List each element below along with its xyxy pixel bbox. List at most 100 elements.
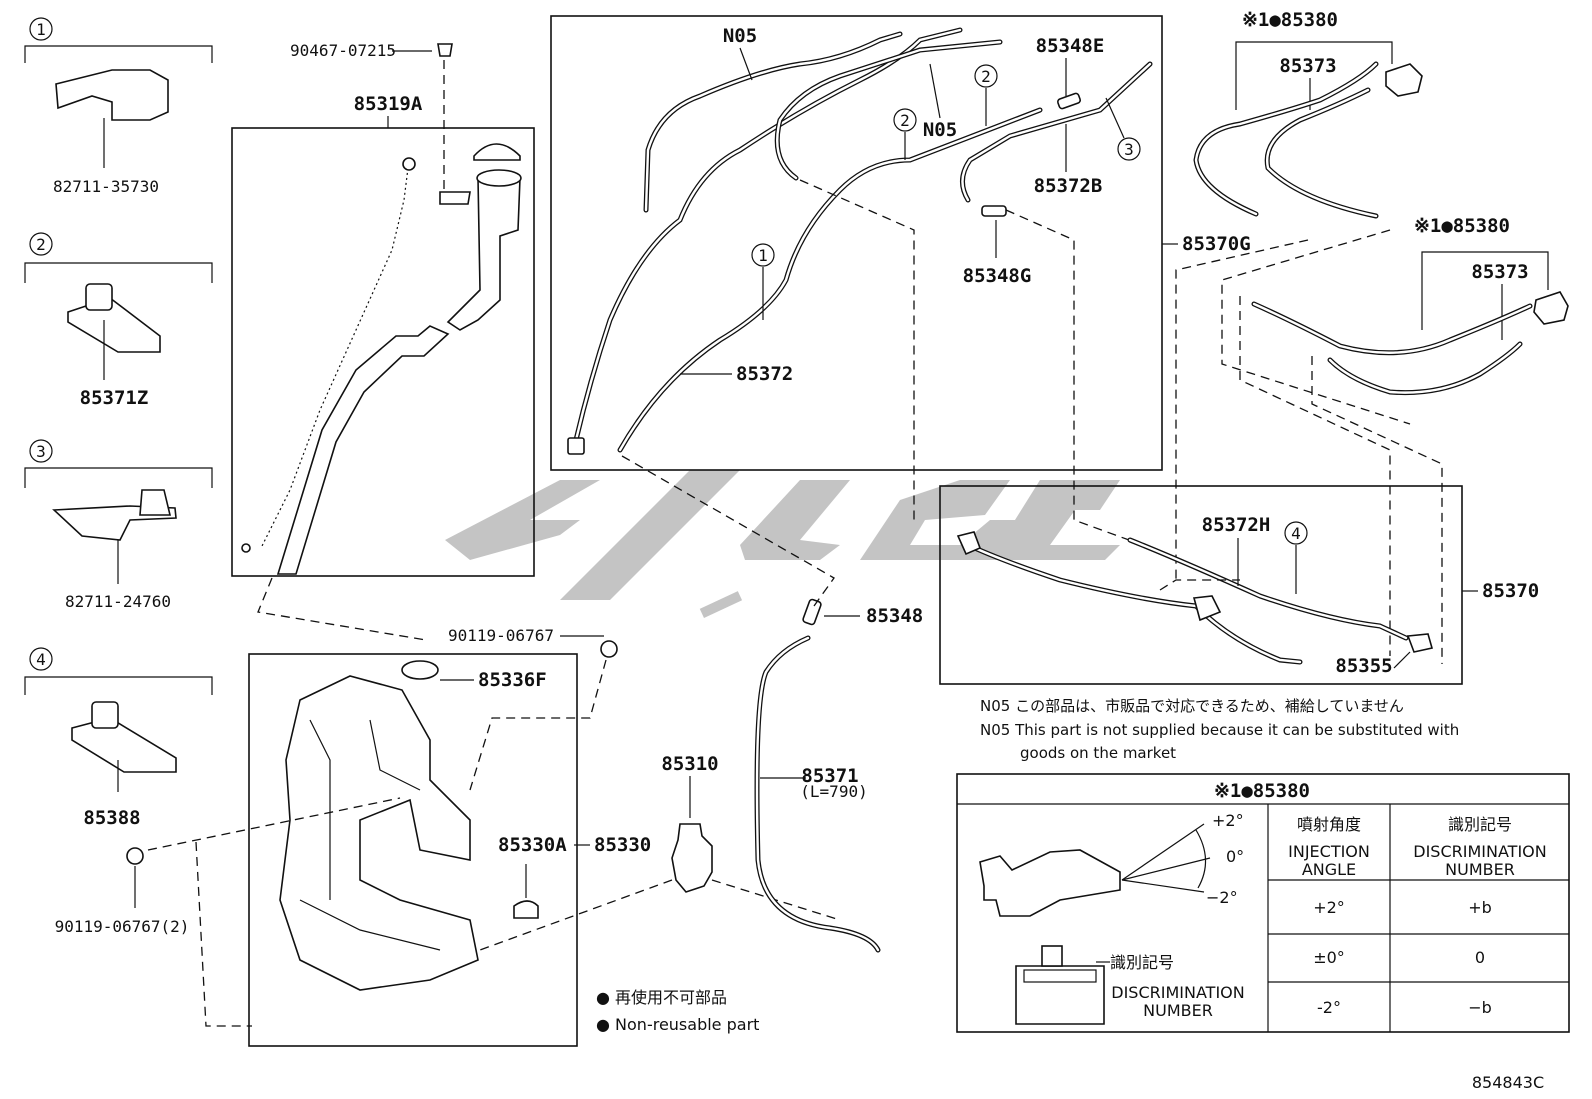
part-label-85310[interactable]: 85310 — [661, 753, 718, 775]
washer-pump-shape — [671, 823, 713, 893]
part-label-82711-35730[interactable]: 82711-35730 — [53, 177, 159, 196]
table-header-injection-angle-en2: ANGLE — [1302, 860, 1356, 879]
table-row3-angle: -2° — [1317, 998, 1341, 1017]
clip-group-4: 4 85388 — [24, 647, 213, 829]
callout-4-lower: 4 — [1291, 524, 1301, 543]
discrimination-number-sketch — [1015, 965, 1105, 1025]
filler-neck-shape — [446, 177, 521, 331]
level-gauge-shape — [261, 167, 409, 547]
table-header-disc-number-en2: NUMBER — [1445, 860, 1515, 879]
hose-85371-group: 85371 (L=790) 85348 — [621, 455, 923, 953]
clip-90119-06767-icon — [600, 640, 618, 658]
part-label-85348e[interactable]: 85348E — [1036, 35, 1105, 57]
joint-85348g-shape — [981, 205, 1007, 217]
table-row3-number: −b — [1468, 998, 1492, 1017]
filler-pipe-group: 90467-07215 85319A — [231, 41, 535, 577]
table-row1-angle: +2° — [1313, 898, 1345, 917]
pump-group: 85310 — [479, 753, 841, 951]
part-label-85330[interactable]: 85330 — [594, 834, 651, 856]
washer-tank-shape — [279, 675, 479, 991]
part-label-85336f[interactable]: 85336F — [478, 669, 547, 691]
nozzle-spray-sketch — [979, 849, 1121, 917]
hose-assy-85370g-box — [550, 15, 1163, 471]
bolt-90467-07215-icon — [437, 43, 453, 57]
clip-group-3: 3 82711-24760 — [24, 439, 213, 611]
part-label-85371z[interactable]: 85371Z — [80, 387, 149, 409]
callout-circle-2 — [29, 232, 53, 256]
callout-1: 1 — [36, 20, 46, 39]
part-label-90467-07215[interactable]: 90467-07215 — [290, 41, 396, 60]
nozzle-85380-top-shape — [1385, 63, 1423, 97]
part-label-85371[interactable]: 85371 — [801, 765, 858, 787]
nozzle-discrimination-table: ※1●85380 噴射角度 INJECTION ANGLE 識別記号 DISCR… — [956, 773, 1570, 1033]
table-header-injection-angle-jp: 噴射角度 — [1297, 815, 1361, 834]
hose-assy-85370-box — [939, 485, 1463, 685]
filler-pipe-box — [231, 127, 535, 577]
part-label-85319a[interactable]: 85319A — [354, 93, 423, 115]
part-label-85372b[interactable]: 85372B — [1034, 175, 1103, 197]
part-label-85380-top[interactable]: ※1●85380 — [1242, 9, 1338, 31]
bolt-90119-06767-icon — [126, 847, 144, 865]
part-label-85373-mid[interactable]: 85373 — [1471, 261, 1528, 283]
cap-85336f-shape — [401, 660, 439, 680]
part-label-85371-length: (L=790) — [800, 782, 867, 801]
hose-assy-85370-group: 85370 85372H 4 85355 — [939, 485, 1539, 685]
part-label-85372h[interactable]: 85372H — [1202, 514, 1271, 536]
callout-2-upper-a: 2 — [981, 67, 991, 86]
clip-85388-shape — [71, 717, 177, 773]
filler-cap-shape — [473, 143, 521, 161]
part-label-85330a[interactable]: 85330A — [498, 834, 567, 856]
part-label-85380-mid[interactable]: ※1●85380 — [1414, 215, 1510, 237]
part-label-82711-24760[interactable]: 82711-24760 — [65, 592, 171, 611]
disc-number-label-en1: DISCRIMINATION — [1111, 983, 1244, 1002]
table-row2-number: 0 — [1475, 948, 1485, 967]
disc-number-label-en2: NUMBER — [1143, 1001, 1213, 1020]
bolt-left-group: 90119-06767(2) — [55, 797, 401, 1027]
nozzle-top-group: ※1●85380 85373 — [1175, 9, 1423, 580]
joint-85348-shape — [802, 598, 822, 626]
spray-angle-plus: +2° — [1212, 811, 1244, 830]
part-label-85388[interactable]: 85388 — [83, 807, 140, 829]
nozzle-mid-group: ※1●85380 85373 — [1239, 215, 1569, 664]
table-title: ※1●85380 — [1214, 780, 1310, 802]
table-header-injection-angle-en1: INJECTION — [1288, 842, 1370, 861]
part-label-90119-06767[interactable]: 90119-06767 — [448, 626, 554, 645]
washer-tank-box — [248, 653, 578, 1047]
joint-85348e-shape — [1056, 92, 1082, 110]
disc-number-label-jp: 識別記号 — [1110, 953, 1174, 972]
legend-non-reusable-en: ● Non-reusable part — [596, 1015, 759, 1034]
callout-circle-1 — [29, 17, 53, 41]
callout-2: 2 — [36, 235, 46, 254]
clip-group-1: 1 82711-35730 — [24, 17, 213, 196]
part-label-85372[interactable]: 85372 — [736, 363, 793, 385]
part-label-n05-b[interactable]: N05 — [923, 119, 957, 141]
note-n05-jp: N05 この部品は、市販品で対応できるため、補給していません — [980, 697, 1404, 715]
callout-3-upper: 3 — [1124, 140, 1134, 159]
clip-82711-35730-shape — [55, 69, 169, 121]
part-label-85373-top[interactable]: 85373 — [1279, 55, 1336, 77]
part-label-85370g[interactable]: 85370G — [1182, 233, 1251, 255]
part-label-85370[interactable]: 85370 — [1482, 580, 1539, 602]
washer-tank-group: 90119-06767 85336F 85330A 85330 — [248, 626, 651, 1047]
watermark-logo — [445, 470, 1120, 618]
callout-3: 3 — [36, 442, 46, 461]
callout-2-upper-b: 2 — [900, 111, 910, 130]
part-label-85355[interactable]: 85355 — [1335, 655, 1392, 677]
note-n05-en-line1: N05 This part is not supplied because it… — [980, 721, 1459, 739]
clip-group-2: 2 85371Z — [24, 232, 213, 409]
diagram-id: 854843C — [1472, 1073, 1544, 1092]
callout-circle-3 — [29, 439, 53, 463]
part-label-90119-06767-2[interactable]: 90119-06767(2) — [55, 917, 190, 936]
part-label-85348g[interactable]: 85348G — [963, 265, 1032, 287]
callout-circle-4 — [29, 647, 53, 671]
table-header-disc-number-en1: DISCRIMINATION — [1413, 842, 1546, 861]
callout-4: 4 — [36, 650, 46, 669]
nozzle-85380-mid-shape — [1533, 291, 1569, 325]
grommet-85330a-shape — [513, 900, 539, 919]
table-row1-number: +b — [1468, 898, 1492, 917]
spray-angle-minus: −2° — [1206, 888, 1238, 907]
part-label-85348[interactable]: 85348 — [866, 605, 923, 627]
clip-85371z-shape — [67, 297, 161, 353]
part-label-n05-a[interactable]: N05 — [723, 25, 757, 47]
